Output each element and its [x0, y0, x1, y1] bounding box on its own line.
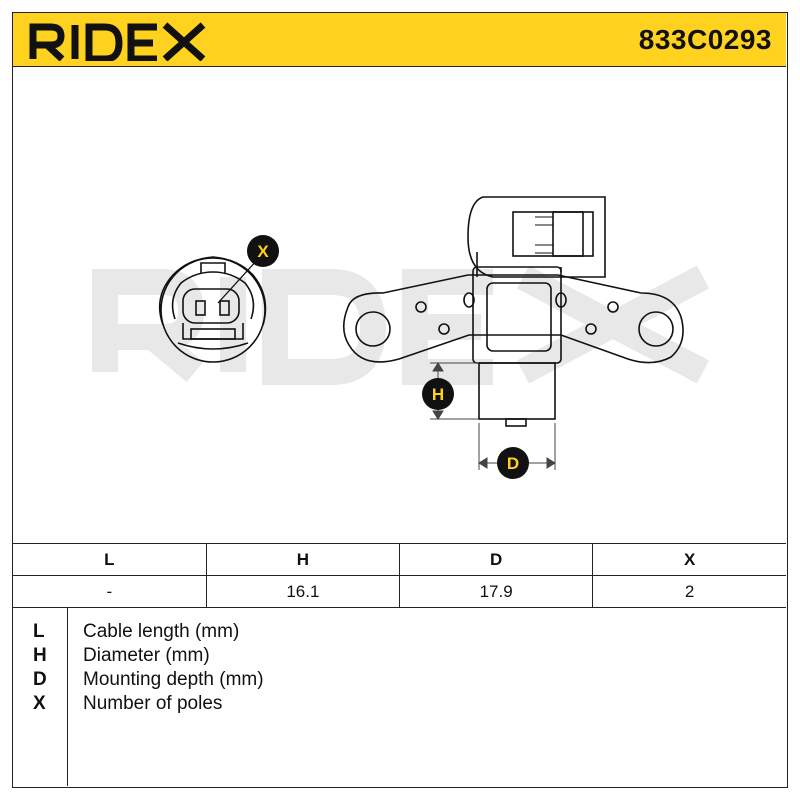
- brand-logo: [29, 22, 206, 61]
- legend-key: L: [33, 621, 45, 642]
- legend-text: Cable length (mm): [83, 621, 240, 642]
- header-bar: 833C0293: [13, 13, 786, 67]
- spec-value-h: 16.1: [205, 575, 401, 608]
- d-label-badge: D: [497, 447, 529, 479]
- legend-text: Mounting depth (mm): [83, 669, 264, 690]
- part-number: 833C0293: [638, 24, 772, 55]
- datasheet-frame: 833C0293 X: [12, 12, 788, 788]
- svg-text:H: H: [432, 385, 444, 404]
- spec-value-d: 17.9: [398, 575, 594, 608]
- connector-face-view: [158, 256, 267, 363]
- legend-text: Diameter (mm): [83, 645, 210, 666]
- spec-header-h: H: [205, 543, 401, 576]
- legend-text: Number of poles: [83, 693, 223, 714]
- legend-key: D: [33, 669, 47, 690]
- spec-header-x: X: [592, 543, 786, 576]
- spec-table-value-row: - 16.1 17.9 2: [13, 575, 786, 608]
- sensor-side-view: [342, 196, 684, 427]
- spec-value-x: 2: [592, 575, 786, 608]
- spec-table: L H D X - 16.1 17.9 2: [13, 543, 786, 608]
- x-label-badge: X: [247, 235, 279, 267]
- spec-header-l: L: [13, 543, 207, 576]
- spec-value-l: -: [13, 575, 207, 608]
- technical-drawing: X: [92, 196, 710, 479]
- legend-key: H: [33, 645, 47, 666]
- legend-divider: [67, 608, 68, 786]
- legend-key: X: [33, 693, 46, 714]
- svg-text:D: D: [507, 454, 519, 473]
- h-label-badge: H: [422, 378, 454, 410]
- spec-table-header-row: L H D X: [13, 543, 786, 576]
- legend: L Cable length (mm) H Diameter (mm) D Mo…: [13, 608, 786, 786]
- svg-text:X: X: [257, 242, 269, 261]
- spec-header-d: D: [398, 543, 594, 576]
